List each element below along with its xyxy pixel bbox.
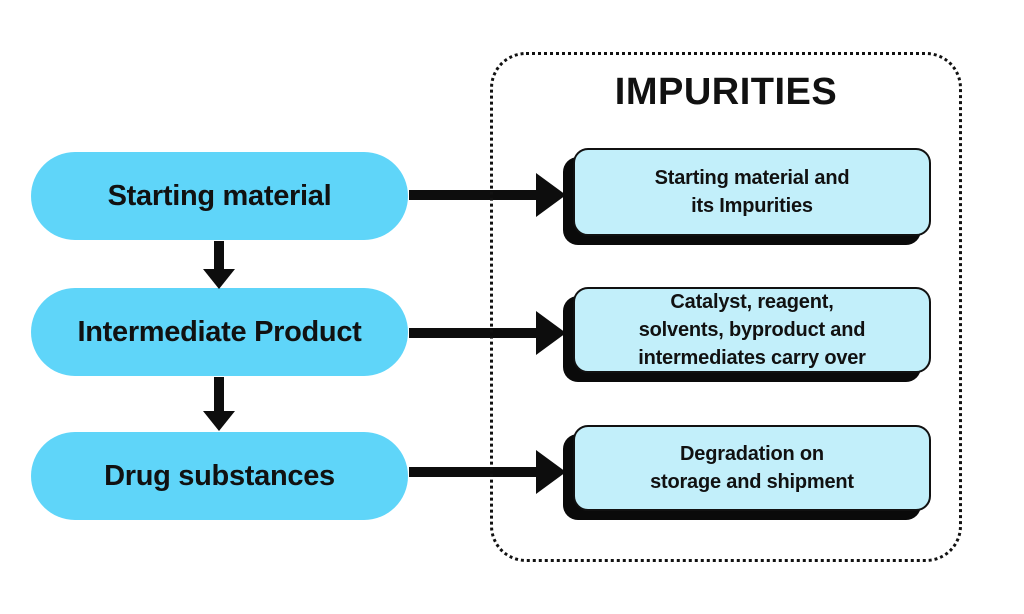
impurity-box-degradation-label: Degradation on storage and shipment [650,443,854,493]
arrow-down-1-shaft [214,241,224,271]
impurities-panel-title: IMPURITIES [614,71,838,113]
impurity-box-catalyst-reagent: Catalyst, reagent, solvents, byproduct a… [573,287,931,373]
arrow-down-2-shaft [214,377,224,413]
arrow-right-1-head [536,173,566,217]
arrow-right-3-shaft [409,467,537,477]
arrow-down-1-head [203,269,235,289]
arrow-right-1-shaft [409,190,537,200]
impurity-box-catalyst-reagent-label: Catalyst, reagent, solvents, byproduct a… [638,291,866,369]
arrow-right-2-icon [409,311,566,355]
node-drug-substances: Drug substances [31,432,408,520]
node-starting-material: Starting material [31,152,408,240]
arrow-right-2-head [536,311,566,355]
node-intermediate-product-label: Intermediate Product [77,315,362,348]
impurity-box-starting-material: Starting material and its Impurities [573,148,931,236]
arrow-right-3-head [536,450,566,494]
arrow-down-2-head [203,411,235,431]
impurity-box-starting-material-label: Starting material and its Impurities [654,167,850,217]
arrow-right-1-icon [409,173,566,217]
node-drug-substances-label: Drug substances [104,459,335,492]
arrow-down-2-icon [203,377,235,431]
impurities-panel: IMPURITIES Starting material and its Imp… [490,52,962,562]
arrow-right-2-shaft [409,328,537,338]
arrow-down-1-icon [203,241,235,289]
node-intermediate-product: Intermediate Product [31,288,408,376]
impurity-box-degradation: Degradation on storage and shipment [573,425,931,511]
node-starting-material-label: Starting material [107,179,332,212]
arrow-right-3-icon [409,450,566,494]
